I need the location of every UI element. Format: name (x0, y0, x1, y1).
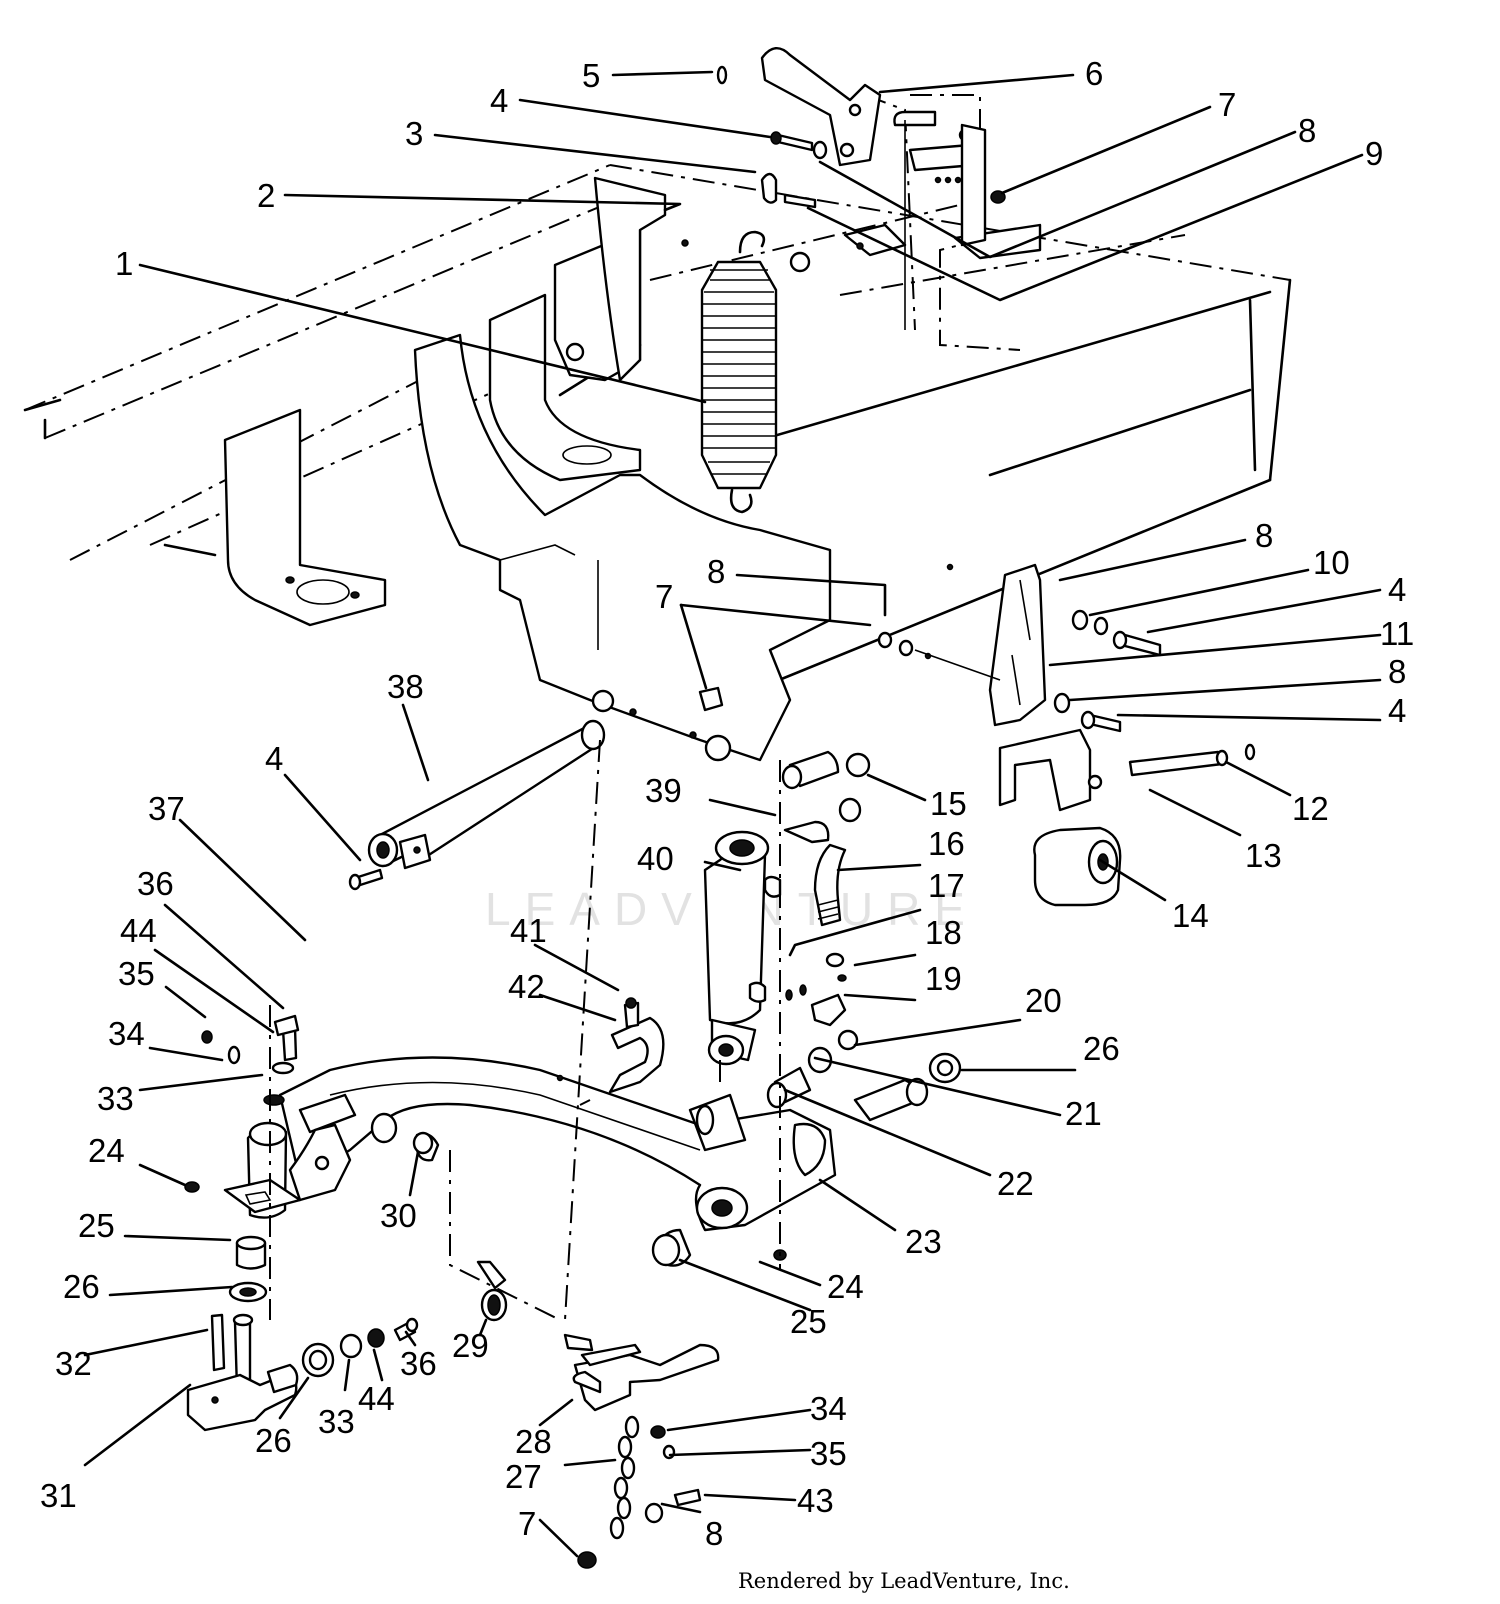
callout-16: 16 (928, 825, 965, 862)
callout-34: 34 (108, 1015, 145, 1052)
callout-41: 41 (510, 912, 547, 949)
callout-36: 36 (137, 865, 174, 902)
callout-44: 44 (120, 912, 157, 949)
lower-left-assembly (186, 1235, 419, 1432)
callout-11: 11 (1380, 615, 1414, 652)
left-pivot-boss (201, 1014, 302, 1219)
callout-4c: 4 (1388, 692, 1406, 729)
callout-40: 40 (637, 840, 674, 877)
callout-29: 29 (452, 1327, 489, 1364)
callout-44b: 44 (358, 1380, 395, 1417)
callout-31: 31 (40, 1477, 77, 1514)
callout-32: 32 (55, 1345, 92, 1382)
callout-4: 4 (490, 82, 508, 119)
lift-plate-casting (413, 333, 832, 762)
callout-17: 17 (928, 867, 965, 904)
footer-credit: Rendered by LeadVenture, Inc. (738, 1569, 1070, 1593)
callout-4d: 4 (265, 740, 283, 777)
callout-26c: 26 (255, 1422, 292, 1459)
callout-35: 35 (118, 955, 155, 992)
callout-15: 15 (930, 785, 967, 822)
callout-37: 37 (148, 790, 185, 827)
lift-rod-and-chain (476, 1260, 720, 1569)
top-lift-lever (760, 47, 987, 330)
callout-36b: 36 (400, 1345, 437, 1382)
callout-25: 25 (78, 1207, 115, 1244)
callout-42: 42 (508, 968, 545, 1005)
lift-arm (278, 1056, 929, 1232)
callout-13: 13 (1245, 837, 1282, 874)
callout-2: 2 (257, 177, 275, 214)
callout-14: 14 (1172, 897, 1209, 934)
callout-8c: 8 (707, 553, 725, 590)
callout-24b: 24 (827, 1268, 864, 1305)
hose-clamp (608, 997, 665, 1094)
callout-24: 24 (88, 1132, 125, 1169)
callout-8: 8 (1298, 112, 1316, 149)
callout-34b: 34 (810, 1390, 847, 1427)
callout-4b: 4 (1388, 571, 1406, 608)
callout-43: 43 (797, 1482, 834, 1519)
callout-19: 19 (925, 960, 962, 997)
hydraulic-cylinder (703, 797, 862, 1066)
callout-10: 10 (1313, 544, 1350, 581)
callout-18: 18 (925, 914, 962, 951)
callout-7: 7 (1218, 86, 1236, 123)
callout-20: 20 (1025, 982, 1062, 1019)
pivot-tube (348, 719, 606, 891)
callout-25b: 25 (790, 1303, 827, 1340)
callout-5: 5 (582, 57, 600, 94)
leader-lines (83, 70, 1382, 1558)
callout-27: 27 (505, 1458, 542, 1495)
callout-28: 28 (515, 1423, 552, 1460)
callout-26: 26 (1083, 1030, 1120, 1067)
callout-8d: 8 (1388, 653, 1406, 690)
callout-38: 38 (387, 668, 424, 705)
center-lines (269, 739, 781, 1321)
left-hanger-bracket (223, 408, 387, 627)
right-bracket-hardware (698, 563, 1162, 733)
callout-23: 23 (905, 1223, 942, 1260)
lift-arm-bushings (184, 750, 962, 1267)
callout-26b: 26 (63, 1268, 100, 1305)
callout-1: 1 (115, 245, 133, 282)
callout-33: 33 (97, 1080, 134, 1117)
callout-35b: 35 (810, 1435, 847, 1472)
callout-22: 22 (997, 1165, 1034, 1202)
callout-8b: 8 (1255, 517, 1273, 554)
top-hardware (716, 65, 1006, 209)
right-roller-bracket (988, 563, 1256, 907)
callout-33b: 33 (318, 1403, 355, 1440)
callout-6: 6 (1085, 55, 1103, 92)
callout-9: 9 (1365, 135, 1383, 172)
callout-8e: 8 (705, 1515, 723, 1552)
callout-12: 12 (1292, 790, 1329, 827)
callout-7c: 7 (518, 1505, 536, 1542)
callout-30: 30 (380, 1197, 417, 1234)
callout-39: 39 (645, 772, 682, 809)
callout-7b: 7 (655, 578, 673, 615)
callout-3: 3 (405, 115, 423, 152)
callout-numbers: 5 6 4 7 3 8 9 2 1 8 10 8 4 7 11 8 38 4 4… (40, 55, 1414, 1552)
callout-21: 21 (1065, 1095, 1102, 1132)
lift-spring (700, 230, 811, 514)
